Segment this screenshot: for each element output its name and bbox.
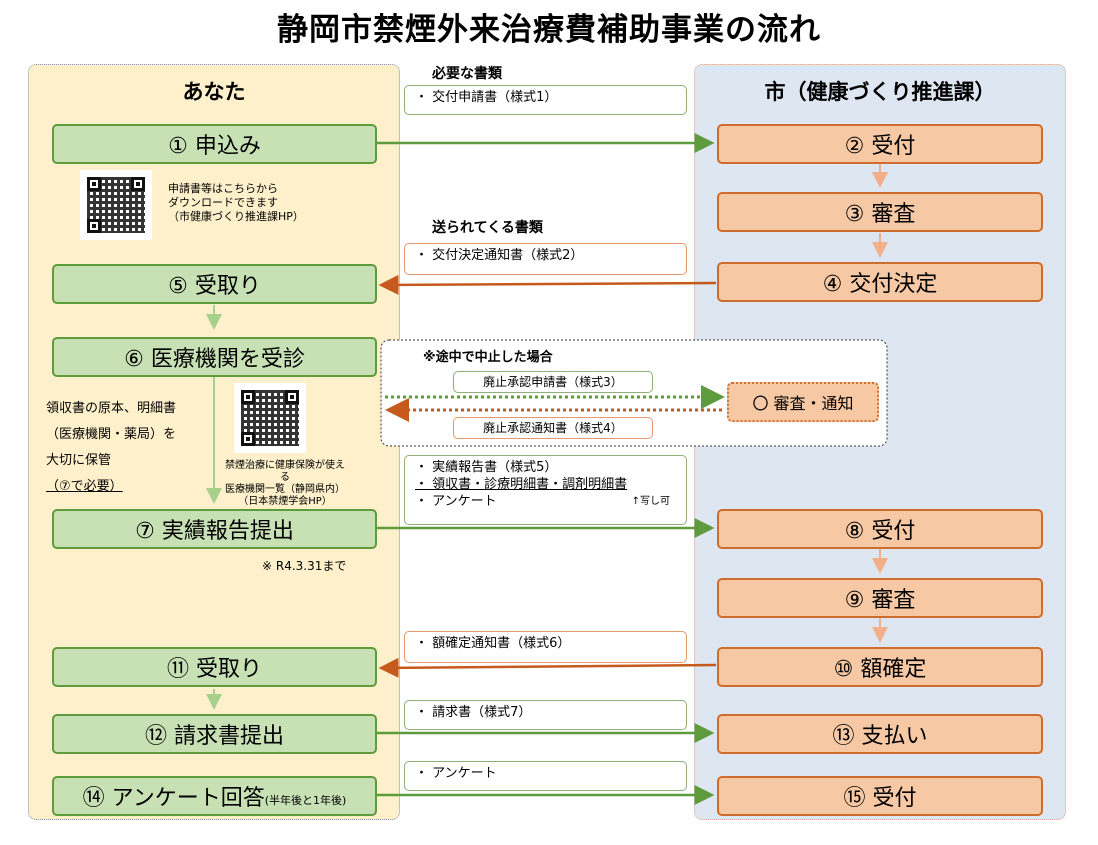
qr2-caption-line: 医療機関一覧（静岡県内） bbox=[225, 484, 345, 495]
step-7-report: ⑦ 実績報告提出 bbox=[52, 509, 377, 549]
doc-report-set: ・ 実績報告書（様式5） ・ 領収書・診療明細書・調剤明細書 ・ アンケート ↑… bbox=[404, 455, 687, 525]
qr-finder bbox=[87, 177, 101, 191]
qr1-caption-line: 申請書等はこちらから bbox=[168, 182, 278, 195]
step-7-label: ⑦ 実績報告提出 bbox=[135, 519, 294, 544]
doc-decision-notice: ・ 交付決定通知書（様式2） bbox=[404, 243, 687, 275]
doc-report-line1: ・ 実績報告書（様式5） bbox=[415, 460, 558, 475]
step-11-label: ⑪ 受取り bbox=[167, 657, 262, 682]
step-2-label: ② 受付 bbox=[844, 134, 916, 159]
doc-report-copy-ok: ↑写し可 bbox=[631, 496, 670, 507]
step-14-note: (半年後と1年後) bbox=[264, 794, 347, 807]
step-5-label: ⑤ 受取り bbox=[168, 274, 261, 299]
step-14-label: ⑭ アンケート回答 bbox=[82, 786, 265, 811]
qr-finder bbox=[241, 432, 255, 446]
step-9-label: ⑨ 審査 bbox=[844, 588, 916, 613]
qr-finder bbox=[241, 390, 255, 404]
step-12-label: ⑫ 請求書提出 bbox=[145, 724, 284, 749]
qr1-caption-line: ダウンロードできます bbox=[168, 196, 278, 209]
doc-report-line2: ・ 領収書・診療明細書・調剤明細書 bbox=[415, 477, 628, 492]
keep-note-line: 大切に保管 bbox=[46, 453, 112, 468]
qr2-caption: 禁煙治療に健康保険が使える 医療機関一覧（静岡県内） （日本禁煙学会HP） bbox=[225, 460, 345, 508]
keep-note-line: 領収書の原本、明細書 bbox=[46, 401, 177, 416]
doc-application: ・ 交付申請書（様式1） bbox=[404, 85, 687, 115]
cancel-request-doc: 廃止承認申請書（様式3） bbox=[453, 371, 653, 393]
step-9-review: ⑨ 審査 bbox=[717, 578, 1043, 618]
cancel-label: ※途中で中止した場合 bbox=[423, 350, 553, 365]
cancel-notice-doc: 廃止承認通知書（様式4） bbox=[453, 417, 653, 439]
step-3-review: ③ 審査 bbox=[717, 192, 1043, 232]
doc-report-line3-row: ・ アンケート ↑写し可 bbox=[415, 493, 676, 510]
qr1-caption: 申請書等はこちらから ダウンロードできます （市健康づくり推進課HP） bbox=[168, 182, 304, 224]
doc-report-line3: ・ アンケート bbox=[415, 494, 497, 509]
cancel-review-label: 〇 審査・通知 bbox=[752, 394, 854, 413]
sent-docs-label: 送られてくる書類 bbox=[432, 220, 543, 236]
keep-note-line: （医療機関・薬局）を bbox=[46, 427, 177, 442]
step-6-label: ⑥ 医療機関を受診 bbox=[124, 347, 305, 372]
qr-finder bbox=[87, 219, 101, 233]
step-3-label: ③ 審査 bbox=[844, 202, 916, 227]
step-11-receive: ⑪ 受取り bbox=[52, 647, 377, 687]
you-heading: あなた bbox=[182, 80, 246, 104]
qr-finder bbox=[131, 177, 145, 191]
step-14-survey: ⑭ アンケート回答 (半年後と1年後) bbox=[52, 776, 377, 816]
doc-survey: ・ アンケート bbox=[404, 761, 687, 791]
deadline-note: ※ R4.3.31まで bbox=[262, 559, 347, 573]
keep-note-line: （⑦で必要） bbox=[46, 479, 123, 494]
step-13-payment: ⑬ 支払い bbox=[717, 714, 1043, 754]
step-15-accept: ⑮ 受付 bbox=[717, 776, 1043, 816]
step-2-accept: ② 受付 bbox=[717, 124, 1043, 164]
qr2-caption-line: 禁煙治療に健康保険が使える bbox=[225, 460, 345, 483]
qr-code-clinic-list bbox=[234, 383, 306, 453]
page-title: 静岡市禁煙外来治療費補助事業の流れ bbox=[277, 12, 821, 48]
qr2-caption-line: （日本禁煙学会HP） bbox=[238, 496, 332, 507]
step-1-apply: ① 申込み bbox=[52, 124, 377, 164]
step-5-receive: ⑤ 受取り bbox=[52, 264, 377, 304]
doc-invoice: ・ 請求書（様式7） bbox=[404, 700, 687, 730]
step-10-label: ⑩ 額確定 bbox=[833, 657, 927, 682]
step-8-accept: ⑧ 受付 bbox=[717, 509, 1043, 549]
step-1-label: ① 申込み bbox=[168, 134, 261, 159]
city-heading: 市（健康づくり推進課） bbox=[764, 80, 996, 104]
needed-docs-label: 必要な書類 bbox=[432, 66, 502, 82]
qr-code-application bbox=[80, 170, 152, 240]
doc-amount-notice: ・ 額確定通知書（様式6） bbox=[404, 631, 687, 663]
step-4-label: ④ 交付決定 bbox=[822, 272, 938, 297]
keep-receipts-note: 領収書の原本、明細書 （医療機関・薬局）を 大切に保管 （⑦で必要） bbox=[46, 396, 176, 500]
step-6-visit-clinic: ⑥ 医療機関を受診 bbox=[52, 337, 377, 377]
step-4-decision: ④ 交付決定 bbox=[717, 262, 1043, 302]
step-10-amount: ⑩ 額確定 bbox=[717, 647, 1043, 687]
step-8-label: ⑧ 受付 bbox=[844, 519, 916, 544]
cancel-review-box: 〇 審査・通知 bbox=[727, 382, 879, 422]
step-15-label: ⑮ 受付 bbox=[843, 786, 917, 811]
step-12-invoice: ⑫ 請求書提出 bbox=[52, 714, 377, 754]
step-13-label: ⑬ 支払い bbox=[832, 724, 928, 749]
qr1-caption-line: （市健康づくり推進課HP） bbox=[168, 210, 304, 223]
qr-finder bbox=[285, 390, 299, 404]
